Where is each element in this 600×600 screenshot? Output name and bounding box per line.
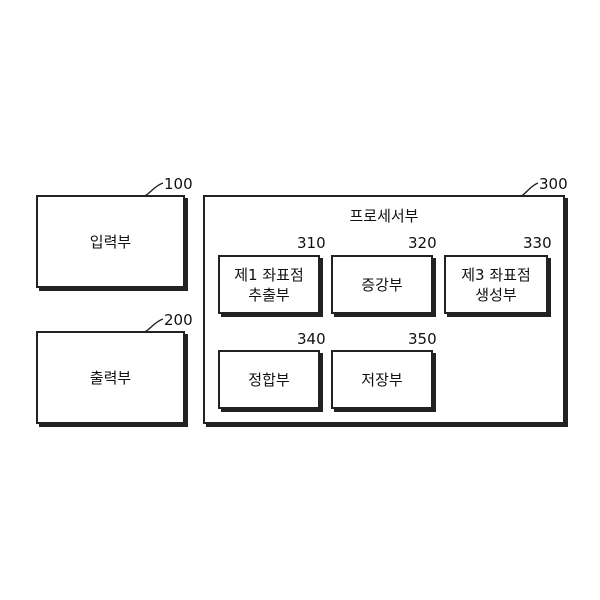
output-block-label: 출력부 bbox=[89, 368, 132, 387]
third-coordinate-generation-label: 제3 좌표점 생성부 bbox=[461, 265, 531, 304]
processor-block-label: 프로세서부 bbox=[349, 207, 419, 225]
input-block-label: 입력부 bbox=[89, 232, 132, 251]
third-coordinate-generation-ref: 330 bbox=[523, 234, 552, 252]
storage-ref: 350 bbox=[408, 330, 437, 348]
registration-block: 정합부 bbox=[218, 350, 320, 409]
first-coordinate-extraction-label: 제1 좌표점 추출부 bbox=[234, 265, 304, 304]
processor-block-ref: 300 bbox=[539, 175, 568, 193]
registration-label: 정합부 bbox=[248, 370, 290, 389]
augmentation-ref: 320 bbox=[408, 234, 437, 252]
augmentation-label: 증강부 bbox=[361, 275, 403, 294]
first-coordinate-extraction-ref: 310 bbox=[297, 234, 326, 252]
storage-block: 저장부 bbox=[331, 350, 433, 409]
output-block-ref: 200 bbox=[164, 311, 193, 329]
third-coordinate-generation-block: 제3 좌표점 생성부 bbox=[444, 255, 548, 314]
storage-label: 저장부 bbox=[361, 370, 403, 389]
output-block: 출력부 bbox=[36, 331, 185, 424]
augmentation-block: 증강부 bbox=[331, 255, 433, 314]
first-coordinate-extraction-block: 제1 좌표점 추출부 bbox=[218, 255, 320, 314]
input-block: 입력부 bbox=[36, 195, 185, 288]
registration-ref: 340 bbox=[297, 330, 326, 348]
input-block-ref: 100 bbox=[164, 175, 193, 193]
